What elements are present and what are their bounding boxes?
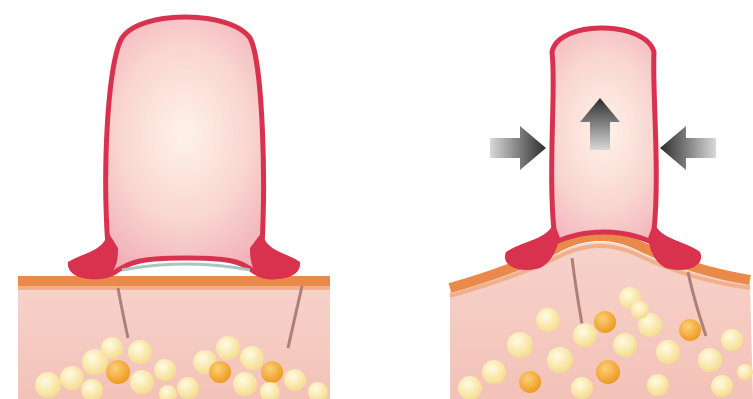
- cup-resting: [68, 17, 300, 279]
- left-arrow-icon: [660, 126, 716, 170]
- right-arrow-icon: [490, 126, 546, 170]
- panel-resting: [18, 17, 330, 399]
- panel-suction: [450, 28, 753, 399]
